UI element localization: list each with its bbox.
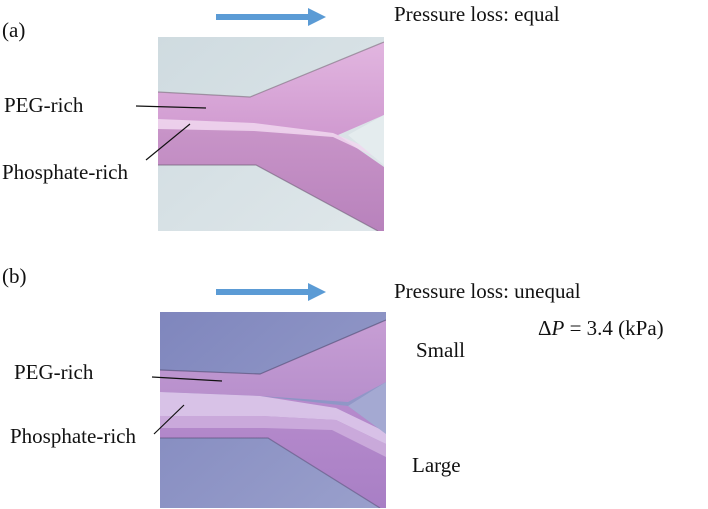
micrograph-a [158,37,384,231]
flow-arrow-b [216,283,326,301]
micrograph-b [160,312,386,508]
flow-arrow-a [216,8,326,26]
panel-a-label-phosphate: Phosphate-rich [2,160,128,184]
panel-b-label-phosphate: Phosphate-rich [10,424,136,448]
panel-a-label-peg: PEG-rich [4,93,84,117]
panel-b-title: Pressure loss: unequal [394,279,581,303]
panel-b-outlet-small: Small [416,338,466,362]
panel-a-title: Pressure loss: equal [394,2,560,26]
panel-b-outlet-large: Large [412,453,461,477]
panel-b-delta-p: ΔP = 3.4 (kPa) [538,318,664,339]
delta-value: = 3.4 (kPa) [564,316,664,340]
panel-b-label-peg: PEG-rich [14,360,94,384]
delta-variable: P [551,316,565,340]
delta-symbol: Δ [538,316,552,340]
panel-a-tag: (a) [2,18,26,42]
panel-b-tag: (b) [2,264,27,288]
